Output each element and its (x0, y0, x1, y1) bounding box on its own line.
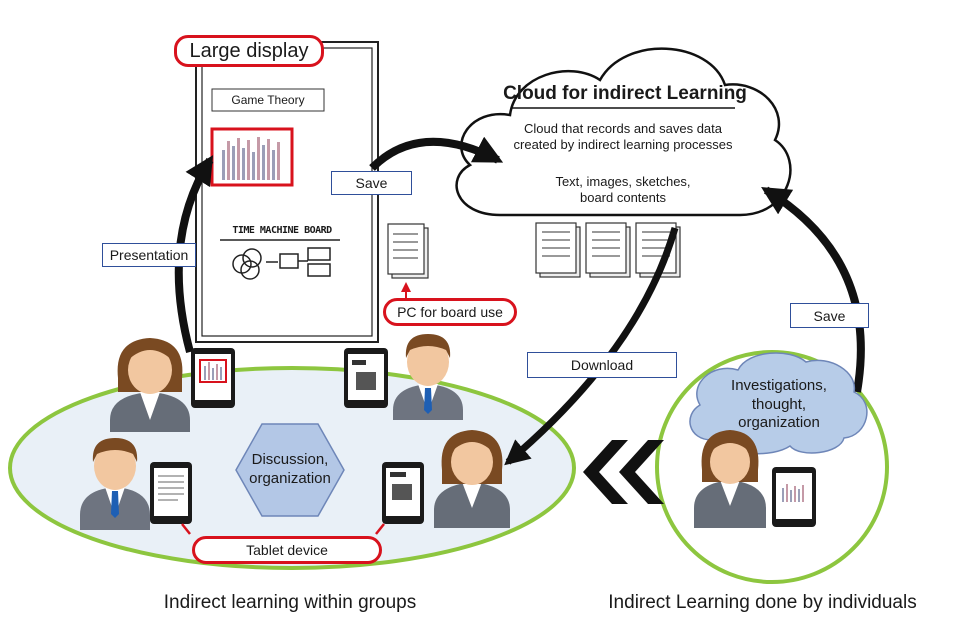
discussion-label: Discussion, organization (249, 451, 331, 487)
tablet-bracket (181, 523, 385, 535)
download-arrow (504, 227, 679, 466)
large-display-label: Large display (174, 35, 324, 67)
pc-server-icon (387, 223, 429, 279)
person-female-icon (694, 430, 766, 528)
double-chevron-icon (583, 440, 664, 504)
tablet-icon (382, 462, 424, 524)
thought-cloud-label: Investigations, thought, organization (731, 376, 827, 432)
person-male-icon (80, 438, 150, 530)
tablet-icon (772, 467, 816, 527)
board-title: TIME MACHINE BOARD (232, 224, 332, 236)
person-female-icon (110, 338, 190, 432)
group-caption: Indirect learning within groups (163, 592, 417, 613)
cloud-title: Cloud for indirect Learning (503, 83, 747, 104)
save-individual-label: Save (790, 303, 869, 328)
board-sketch (220, 239, 340, 280)
discussion-hexagon (235, 423, 345, 517)
tablet-device-label: Tablet device (192, 536, 382, 564)
pc-label: PC for board use (383, 298, 517, 326)
download-label: Download (527, 352, 677, 378)
tablet-icon (344, 348, 388, 408)
tablet-icon (191, 348, 235, 408)
presentation-label: Presentation (102, 243, 196, 267)
save-to-cloud-arrow (369, 136, 504, 171)
person-female-icon (434, 430, 510, 528)
individual-caption: Indirect Learning done by individuals (608, 592, 917, 613)
save-label: Save (331, 171, 412, 195)
save-from-individual-arrow (761, 186, 865, 393)
cloud-shape (455, 47, 792, 217)
slide-title: Game Theory (231, 93, 305, 107)
display-chart-bars (222, 137, 280, 180)
thought-cloud (689, 352, 868, 455)
cloud-contents: Text, images, sketches, board contents (555, 173, 691, 205)
cloud-description: Cloud that records and saves data create… (513, 120, 733, 152)
tablet-icon (150, 462, 192, 524)
person-male-icon (393, 334, 463, 420)
